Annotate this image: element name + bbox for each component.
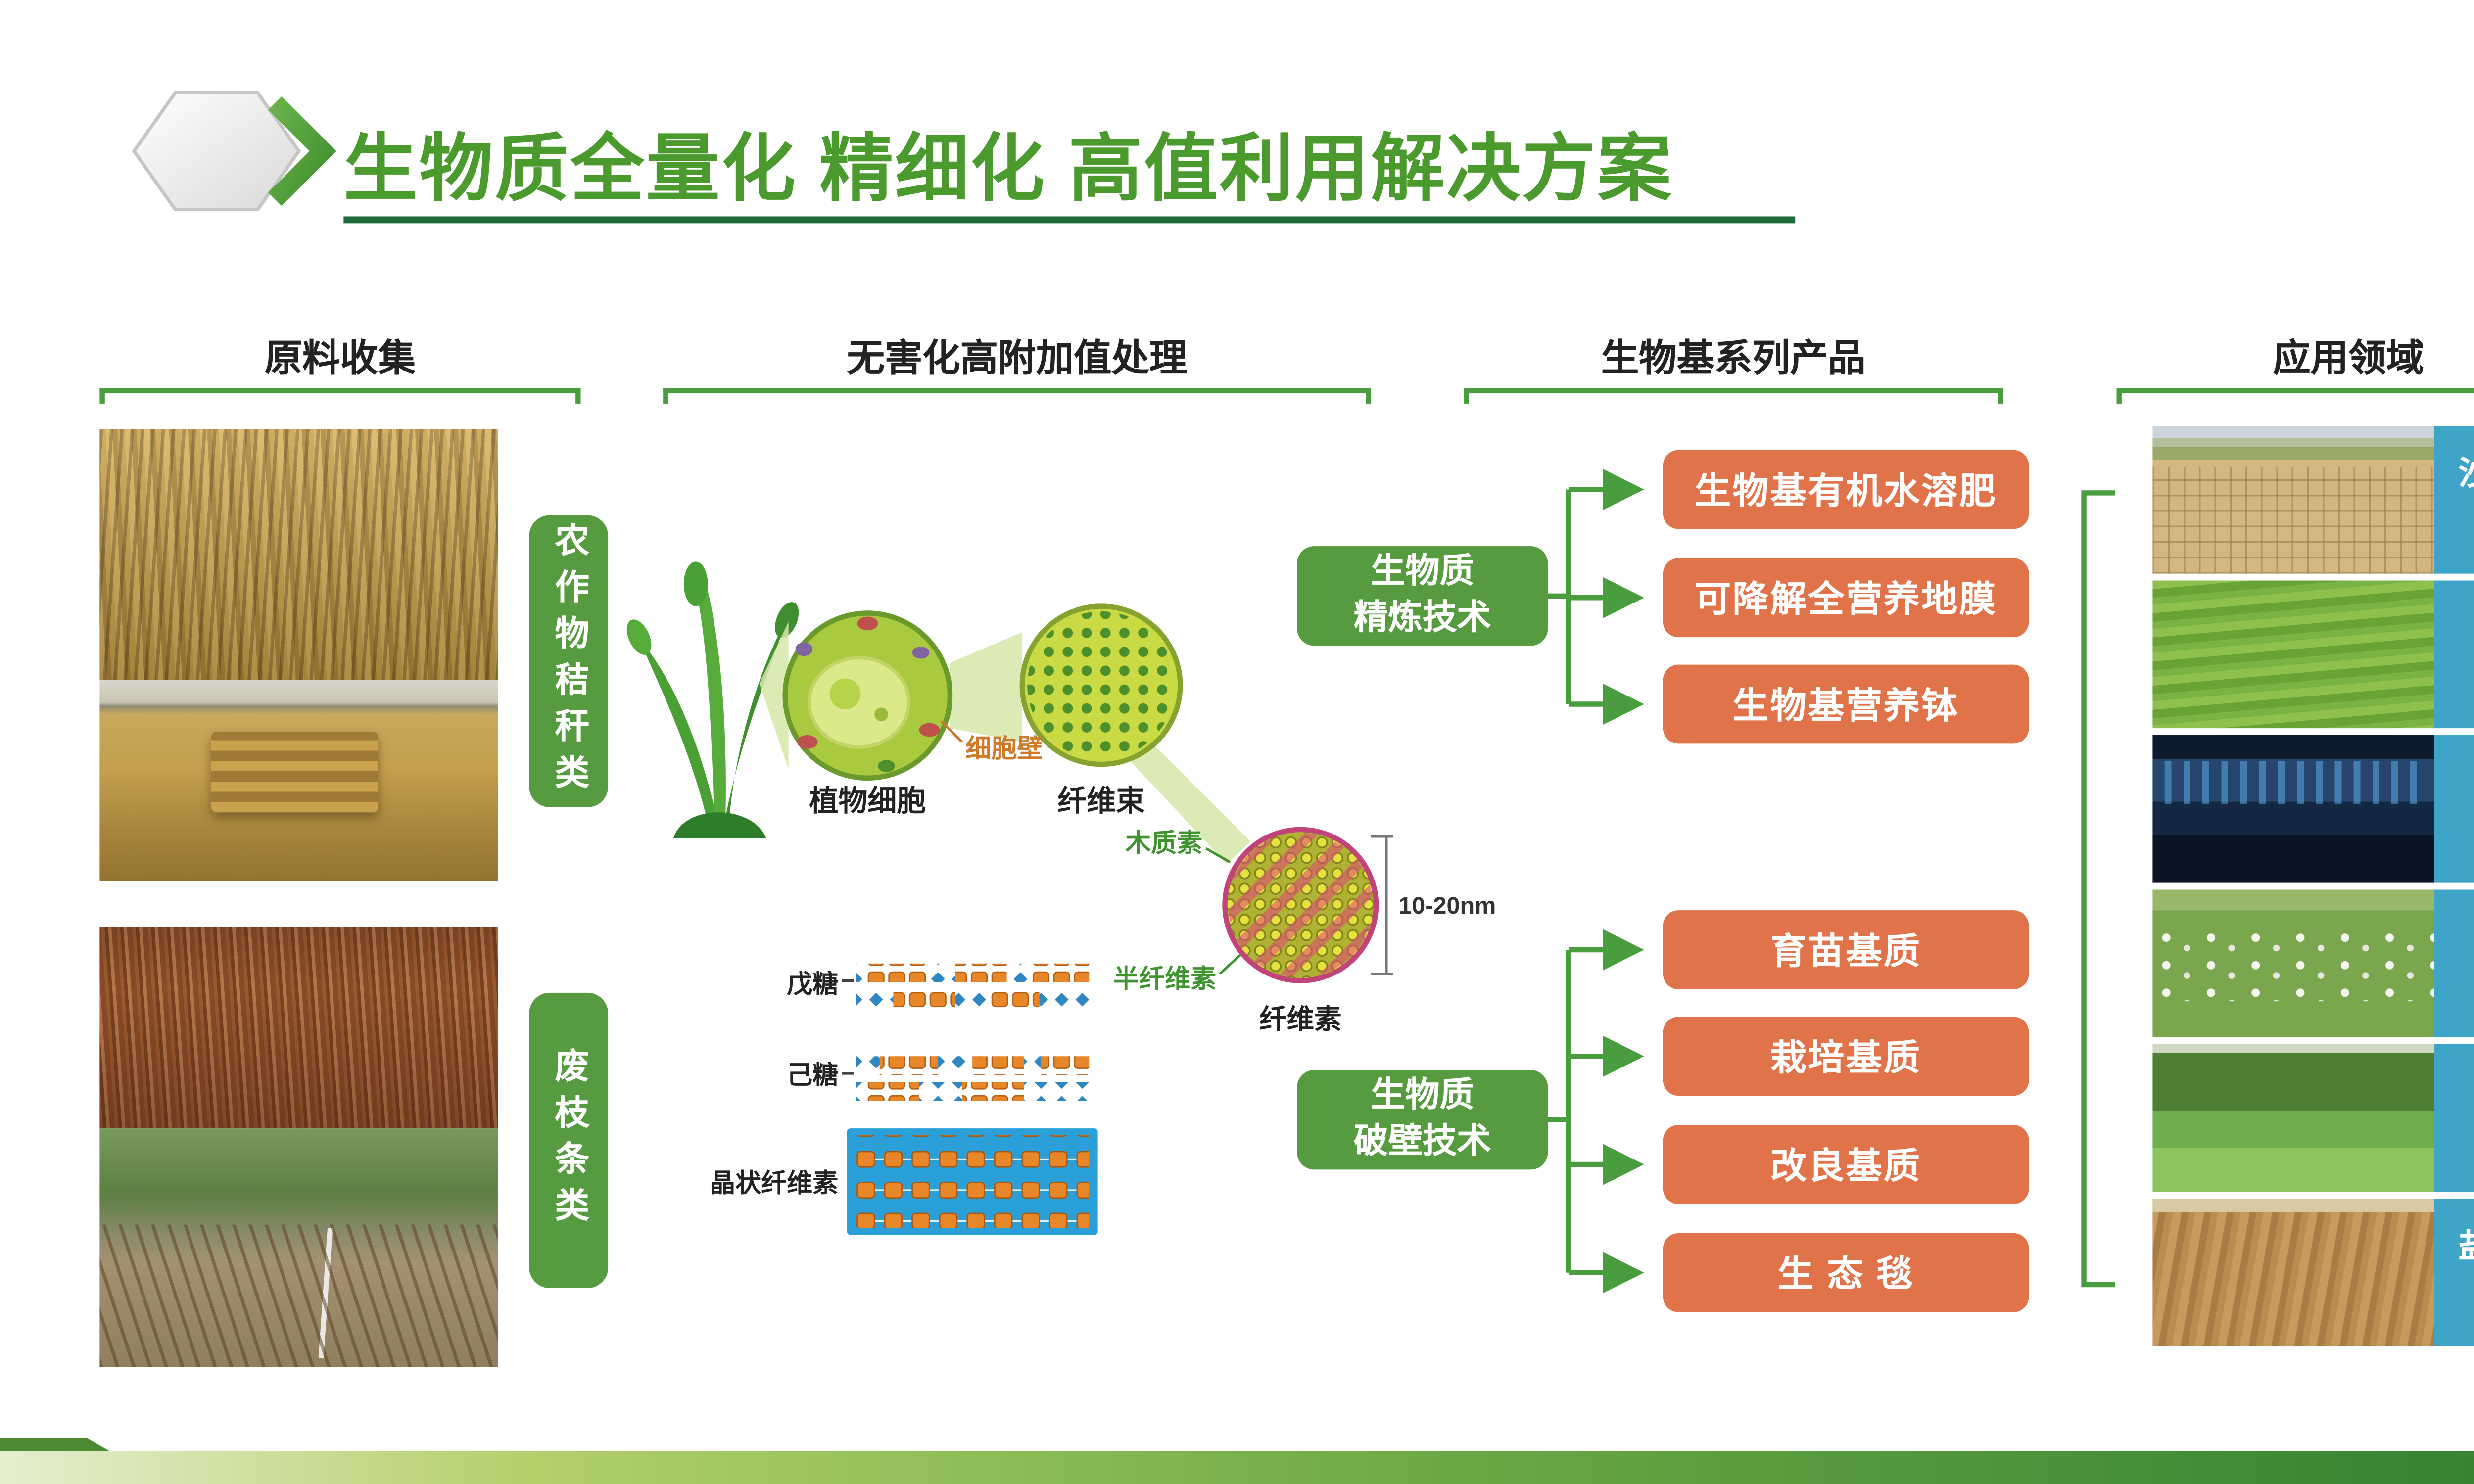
application-row-livestock: 畜牧 养殖 (2152, 889, 2474, 1038)
hexose-label: 己糖 (787, 1061, 838, 1090)
photo-agriculture-data-center (2152, 735, 2434, 883)
bracket-products (1464, 388, 2003, 404)
cellulose-label: 纤维素 (1259, 1004, 1342, 1035)
photo-cabbage-field (2152, 580, 2434, 729)
photo-orchard-prunings (99, 1128, 498, 1367)
photo-saline-soil-field (2152, 1199, 2434, 1347)
pentose-label: 戊糖 (787, 970, 838, 999)
hemicellulose-label: 半纤维素 (1113, 965, 1216, 993)
photo-landscape-greening (2152, 1044, 2434, 1192)
fiber-bundle-icon (1019, 603, 1183, 767)
product-button-improvement-substrate: 改良基质 (1663, 1125, 2029, 1204)
section-header-applications: 应用领域 (2273, 336, 2424, 380)
hexagon-badge-icon (132, 91, 336, 212)
bottom-bar-fold-left (0, 1438, 110, 1451)
photo-sheep-grazing (2152, 889, 2434, 1038)
product-button-seedling-substrate: 育苗基质 (1663, 910, 2029, 989)
beam-cell-to-bundle (950, 632, 1022, 742)
application-label-saline-soil: 盐碱地 改良 (2434, 1199, 2474, 1347)
application-label-desertification: 沙漠化 治理 (2434, 426, 2474, 574)
tech-label-refining: 生物质 精炼技术 (1297, 546, 1548, 646)
plant-cell-icon (782, 610, 953, 781)
bracket-processing (663, 388, 1371, 404)
title-underline (343, 216, 1796, 224)
photo-hay-bales (99, 680, 498, 881)
application-row-fertility: 肥力 提升 (2152, 580, 2474, 729)
application-label-landscaping: 园林 绿化 (2434, 1044, 2474, 1192)
beam-bundle-to-cellulose (1125, 738, 1251, 864)
application-row-saline-soil: 盐碱地 改良 (2152, 1199, 2474, 1347)
cell-wall-label: 细胞壁 (965, 735, 1043, 763)
crystalline-cellulose-label: 晶状纤维素 (710, 1169, 838, 1198)
lignin-label: 木质素 (1125, 829, 1202, 858)
application-row-desertification: 沙漠化 治理 (2152, 426, 2474, 574)
chevron-right-icon (268, 96, 336, 206)
cellulose-cross-section-icon (1222, 827, 1379, 983)
fiber-size-label: 10-20nm (1398, 892, 1496, 919)
photo-waste-branches (99, 927, 498, 1129)
application-label-livestock: 畜牧 养殖 (2434, 889, 2474, 1038)
plant-icon (626, 561, 799, 838)
bracket-applications (2116, 388, 2474, 404)
category-label-crop-straw: 农作物秸秆类 (529, 515, 609, 807)
section-header-collection: 原料收集 (264, 336, 416, 380)
beam-plant-to-cell (759, 621, 789, 770)
application-row-agri-data: 农业 数据 (2152, 735, 2474, 883)
fiber-bundle-label: 纤维束 (1057, 785, 1145, 817)
section-header-processing: 无害化高附加值处理 (847, 336, 1188, 380)
product-button-cultivation-substrate: 栽培基质 (1663, 1017, 2029, 1096)
size-measure (1371, 835, 1393, 975)
product-button-eco-blanket: 生 态 毯 (1663, 1233, 2029, 1312)
photo-desertification-control (2152, 426, 2434, 574)
bottom-bar (0, 1451, 2474, 1484)
application-label-fertility: 肥力 提升 (2434, 580, 2474, 729)
bracket-collection (99, 388, 581, 404)
application-row-landscaping: 园林 绿化 (2152, 1044, 2474, 1192)
crystalline-cellulose-diagram (847, 1128, 1098, 1235)
photo-corn-straw (99, 429, 498, 680)
product-button-nutrient-pot: 生物基营养钵 (1663, 664, 2029, 744)
product-button-degradable-mulch-film: 可降解全营养地膜 (1663, 558, 2029, 638)
page-title: 生物质全量化 精细化 高值利用解决方案 (343, 129, 1673, 212)
plant-cell-label: 植物细胞 (809, 785, 926, 817)
product-button-water-soluble-fertilizer: 生物基有机水溶肥 (1663, 450, 2029, 529)
tech-label-wall-breaking: 生物质 破壁技术 (1297, 1070, 1548, 1170)
sugar-chain-diagram (842, 963, 1096, 1101)
section-header-products: 生物基系列产品 (1601, 336, 1866, 380)
category-label-waste-branches: 废枝条类 (529, 992, 609, 1288)
application-label-agri-data: 农业 数据 (2434, 735, 2474, 883)
